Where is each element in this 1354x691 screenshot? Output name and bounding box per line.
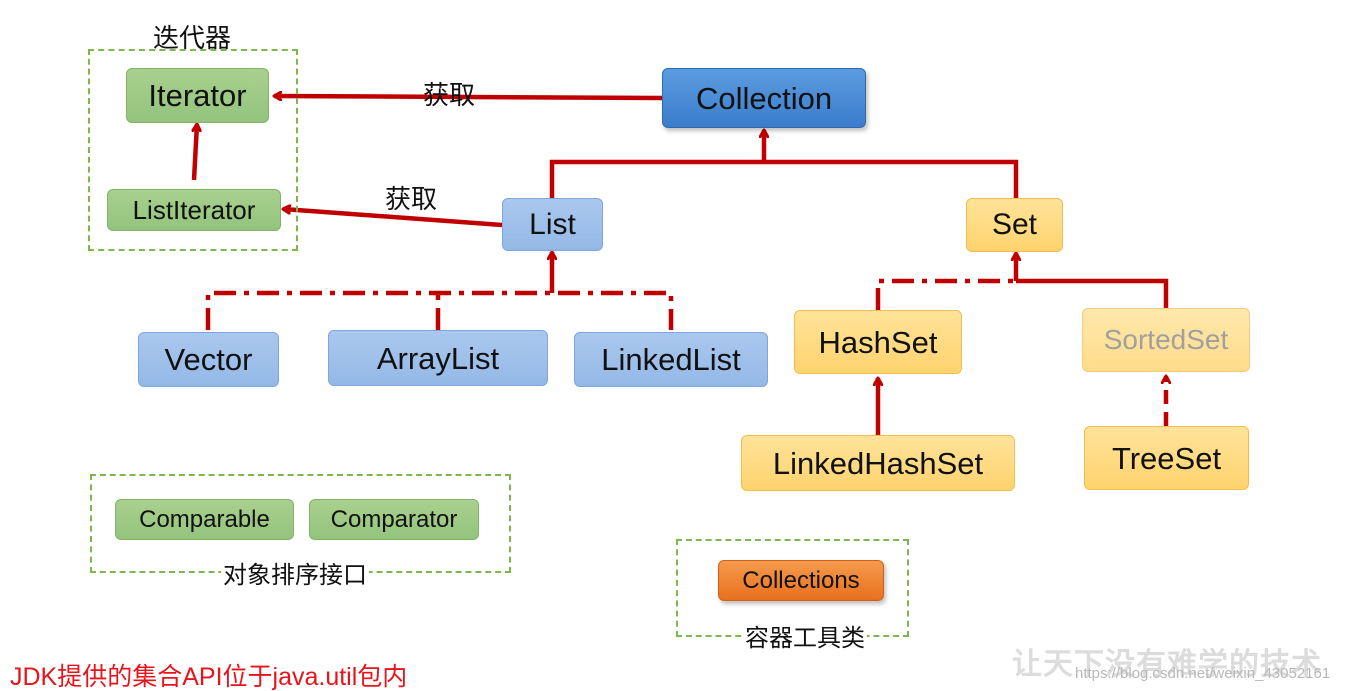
sort-interfaces-caption: 对象排序接口 [221,561,369,589]
linked-list-node[interactable]: LinkedList [574,332,768,387]
edge-sortedset-to-set [1016,278,1169,308]
tools-group-caption: 容器工具类 [743,624,867,652]
tree-set-node[interactable]: TreeSet [1084,426,1249,490]
edge-list-set-to-collection [549,159,1019,198]
sorted-set-node[interactable]: SortedSet [1082,308,1250,372]
edge-list-to-listiterator [283,209,503,228]
comparable-node[interactable]: Comparable [115,499,294,540]
collections-node[interactable]: Collections [718,560,884,601]
edge-label-get-listiterator: 获取 [385,185,438,215]
iterator-group-caption: 迭代器 [153,24,232,54]
package-footnote: JDK提供的集合API位于java.util包内 [10,663,408,691]
hash-set-node[interactable]: HashSet [794,310,962,374]
list-iterator-node[interactable]: ListIterator [107,189,281,231]
iterator-node[interactable]: Iterator [126,68,269,123]
linked-hash-set-node[interactable]: LinkedHashSet [741,435,1015,491]
edge-collection-to-iterator [274,96,663,98]
edge-hashset-to-set [875,278,1016,310]
edge-list-impls [205,290,674,330]
url-watermark: https://blog.csdn.net/weixin_43052161 [1075,665,1331,682]
array-list-node[interactable]: ArrayList [328,330,548,386]
list-node[interactable]: List [502,198,603,251]
collection-node[interactable]: Collection [662,68,866,128]
edge-label-get-iterator: 获取 [423,81,476,111]
comparator-node[interactable]: Comparator [309,499,479,540]
vector-node[interactable]: Vector [138,332,279,387]
edge-listiterator-to-iterator [194,124,197,181]
calligraphy-watermark: 让天下没有难学的技术 [1012,647,1322,682]
iterator-group [88,49,298,251]
set-node[interactable]: Set [966,198,1063,252]
